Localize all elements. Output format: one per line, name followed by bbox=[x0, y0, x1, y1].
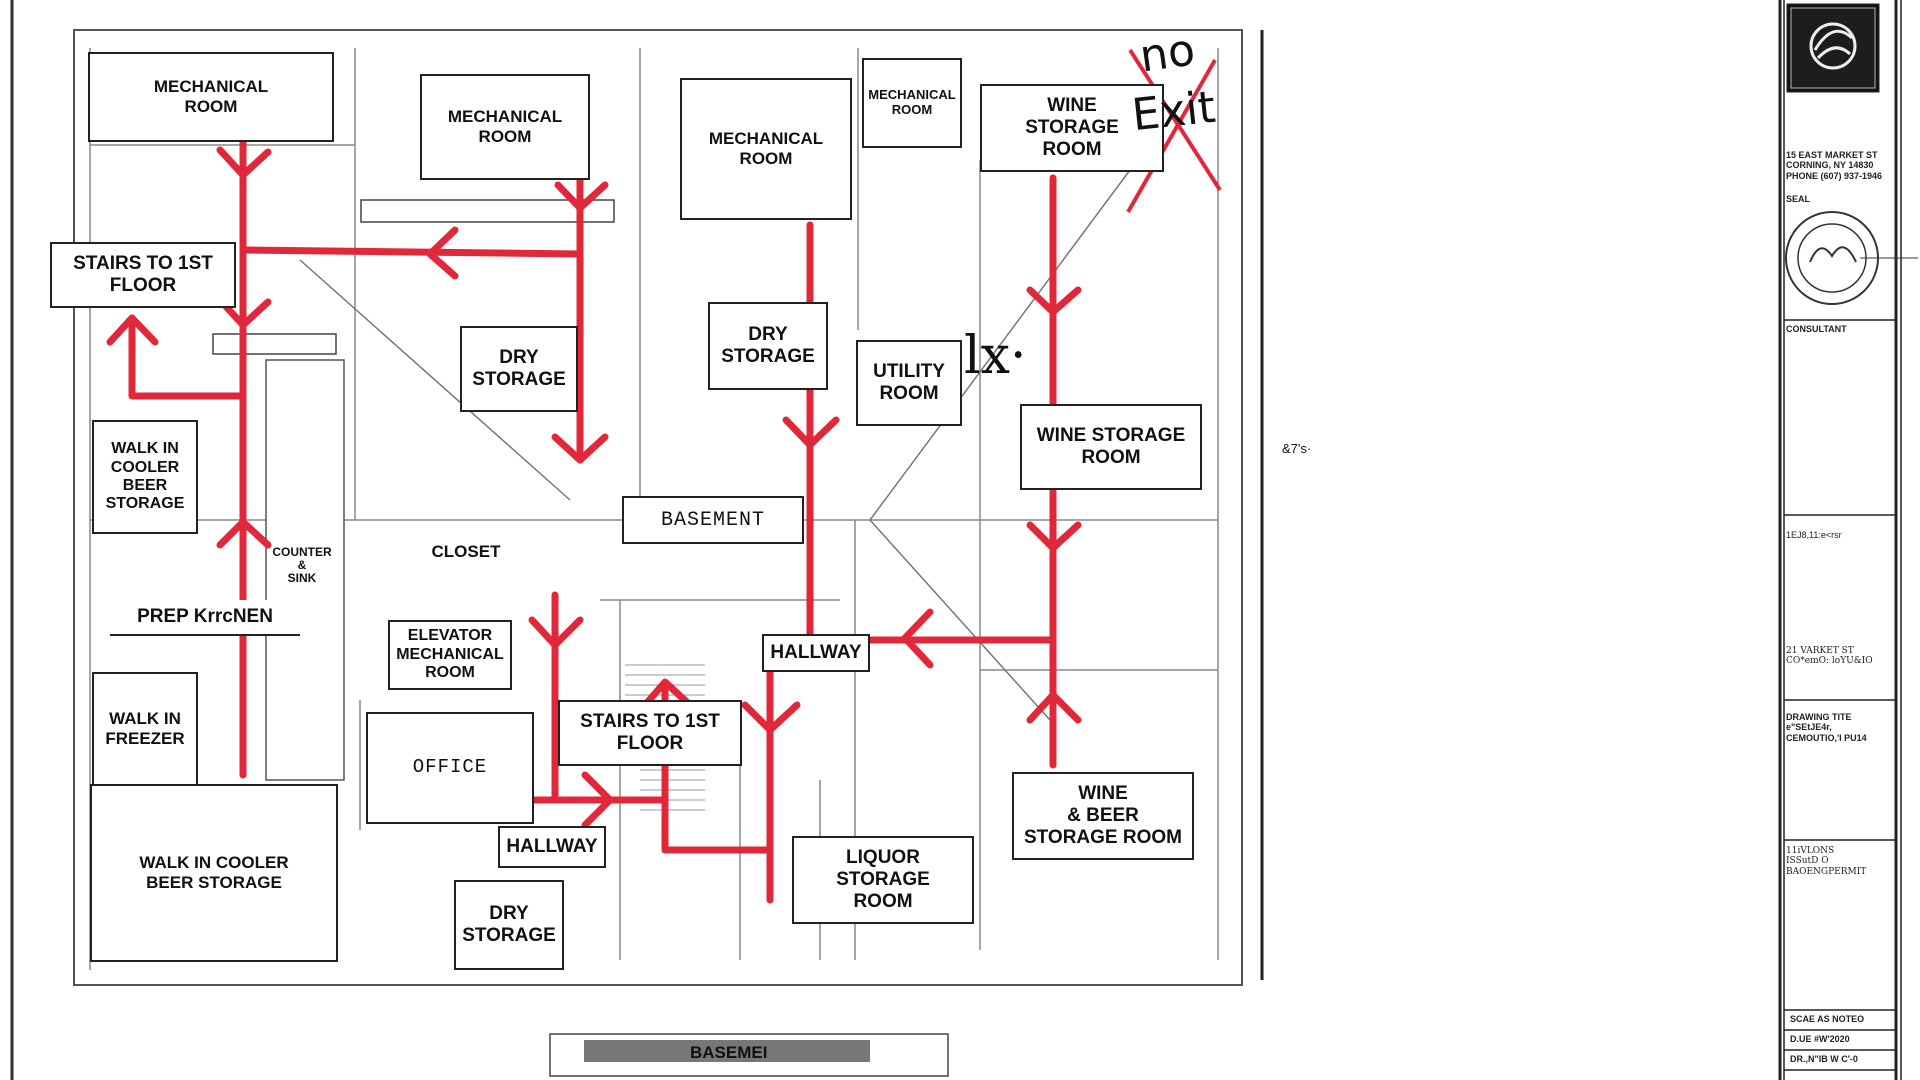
handwritten-no: no bbox=[1136, 24, 1199, 83]
title-block-drawing-number: DR.,N"IB W C'-0 bbox=[1790, 1054, 1858, 1064]
room-mechanical-2: MECHANICAL ROOM bbox=[420, 74, 590, 180]
room-dry-storage-3: DRY STORAGE bbox=[454, 880, 564, 970]
room-liquor-storage: LIQUOR STORAGE ROOM bbox=[792, 836, 974, 924]
title-block-project-address: 21 VARKET ST CO*emO: loYU&IO bbox=[1786, 646, 1873, 667]
label-prep-kitchen: PREP KrrcNEN bbox=[110, 600, 300, 636]
room-mechanical-1: MECHANICAL ROOM bbox=[88, 52, 334, 142]
bottom-plan-label: BASEMEI bbox=[690, 1043, 768, 1062]
label-counter-sink: COUNTER & SINK bbox=[272, 545, 332, 586]
room-wine-storage-1: WINE STORAGE ROOM bbox=[980, 84, 1164, 172]
title-block-date: D.UE #W'2020 bbox=[1790, 1034, 1850, 1044]
label-basement: BASEMENT bbox=[622, 496, 804, 544]
room-elevator-mechanical: ELEVATOR MECHANICAL ROOM bbox=[388, 620, 512, 690]
label-hallway-1: HALLWAY bbox=[762, 634, 870, 672]
room-walk-in-cooler-2: WALK IN COOLER BEER STORAGE bbox=[90, 784, 338, 962]
title-block-project-code: 1EJ8,11:e<rsr bbox=[1786, 530, 1842, 540]
annotation-lx: lx· bbox=[964, 326, 1027, 386]
handwritten-exit: Exit bbox=[1129, 81, 1218, 142]
label-closet: CLOSET bbox=[412, 536, 520, 568]
title-block-drawing-title: DRAWING TITE e"SEtJE4r, CEMOUTIO,'I PU14 bbox=[1786, 712, 1867, 743]
no-exit-cross-icon bbox=[1126, 48, 1222, 213]
route-stairs-west bbox=[128, 314, 247, 400]
title-block-seal-label: SEAL bbox=[1786, 194, 1811, 204]
firm-logo-icon bbox=[1809, 22, 1857, 70]
seal-stamp-icon bbox=[1785, 211, 1918, 305]
room-office: OFFICE bbox=[366, 712, 534, 824]
egress-routes bbox=[106, 116, 1082, 904]
room-stairs-2: STAIRS TO 1ST FLOOR bbox=[558, 700, 742, 766]
room-dry-storage-2: DRY STORAGE bbox=[708, 302, 828, 390]
room-stairs-1: STAIRS TO 1ST FLOOR bbox=[50, 242, 236, 308]
route-top-crossing bbox=[239, 246, 584, 258]
room-wine-beer-storage: WINE & BEER STORAGE ROOM bbox=[1012, 772, 1194, 860]
room-wine-storage-2: WINE STORAGE ROOM bbox=[1020, 404, 1202, 490]
title-block-revisions: 11iVLONS ISSutD O BAOENGPERMIT bbox=[1786, 846, 1867, 877]
room-utility: UTILITY ROOM bbox=[856, 340, 962, 426]
room-mechanical-4: MECHANICAL ROOM bbox=[862, 58, 962, 148]
room-mechanical-3: MECHANICAL ROOM bbox=[680, 78, 852, 220]
room-walk-in-freezer: WALK IN FREEZER bbox=[92, 672, 198, 786]
route-south bbox=[531, 796, 774, 854]
room-walk-in-cooler: WALK IN COOLER BEER STORAGE bbox=[92, 420, 198, 534]
title-block-scale: SCAE AS NOTEO bbox=[1790, 1014, 1865, 1024]
room-dry-storage-1: DRY STORAGE bbox=[460, 326, 578, 412]
title-block-consultant-label: CONSULTANT bbox=[1786, 324, 1847, 334]
title-block-address: 15 EAST MARKET ST CORNING, NY 14830 PHON… bbox=[1786, 150, 1883, 181]
annotation-side-note: &7's· bbox=[1282, 441, 1312, 456]
label-hallway-2: HALLWAY bbox=[498, 826, 606, 868]
